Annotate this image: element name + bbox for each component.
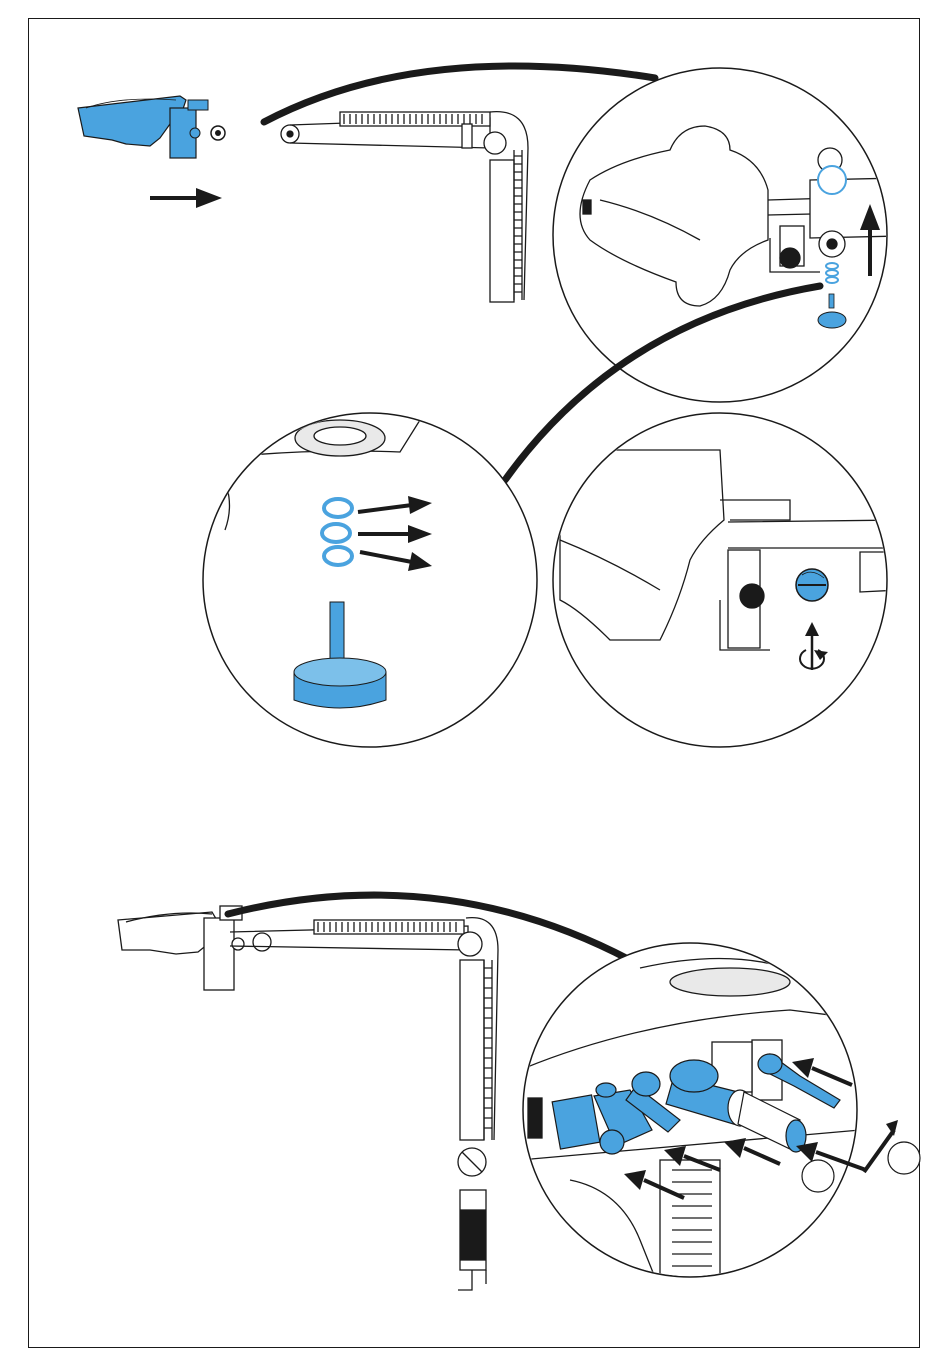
slide-right-arrow-icon bbox=[150, 188, 222, 208]
callout-small-circle-2 bbox=[888, 1142, 920, 1174]
detail-circle-screw-icon bbox=[553, 413, 900, 747]
callout-small-circle-1 bbox=[802, 1160, 834, 1192]
handle-part-blue-icon bbox=[78, 96, 225, 158]
detail-circle-connectors-icon bbox=[520, 943, 870, 1300]
spring-arm-icon bbox=[281, 112, 528, 302]
spring-arm-with-clamp-icon bbox=[230, 918, 498, 1290]
handle-assembled-icon bbox=[118, 906, 271, 990]
detail-circle-handle-icon bbox=[553, 68, 900, 402]
detail-circle-washers-icon bbox=[200, 413, 537, 747]
